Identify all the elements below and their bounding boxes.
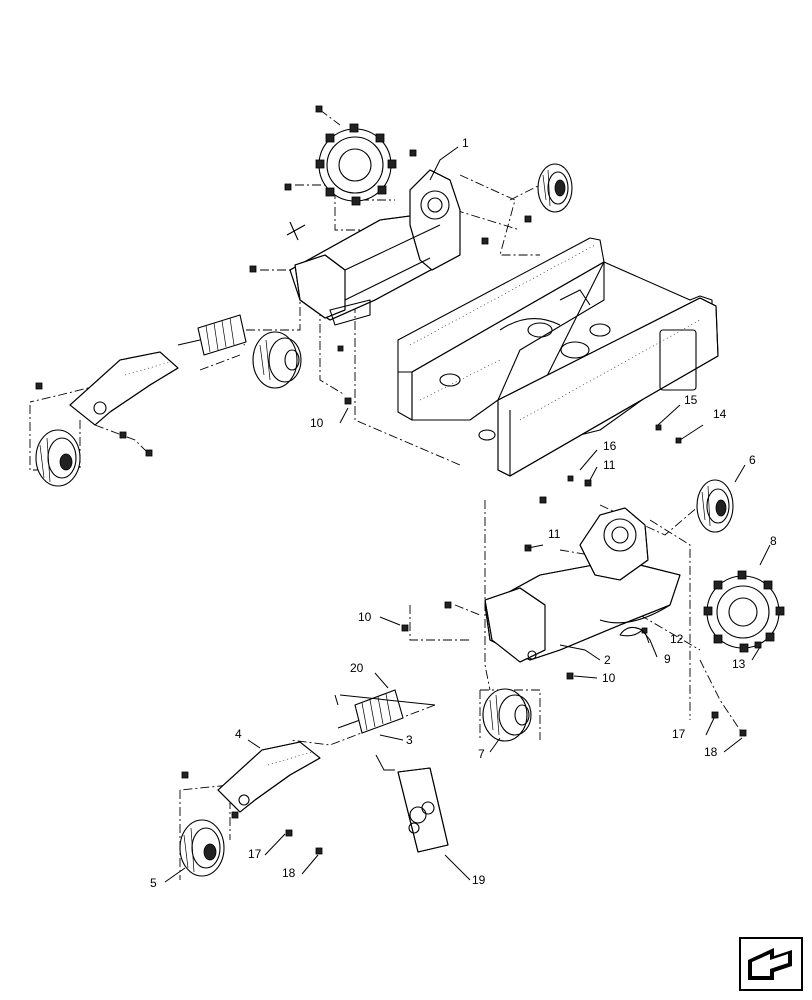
lower-rear-idler-wheel: [179, 819, 225, 877]
leader-lines: [164, 146, 771, 883]
callout-3: 3: [406, 733, 413, 747]
callout-6: 6: [749, 453, 756, 467]
lower-idler-arm: [217, 741, 321, 813]
callout-2: 2: [604, 653, 611, 667]
callout-5: 5: [150, 876, 157, 890]
callout-18-left: 18: [282, 866, 296, 880]
lower-track-frame: [484, 507, 681, 663]
callout-18-right: 18: [704, 745, 718, 759]
callout-4: 4: [235, 727, 242, 741]
upper-drive-sprocket: [315, 123, 397, 206]
seal-kit-bag: [397, 767, 449, 853]
upper-rear-idler-wheel: [35, 429, 81, 487]
upper-idler-arm: [69, 351, 179, 426]
upper-tensioner-cylinder: [177, 314, 247, 356]
lower-front-idler-wheel: [696, 479, 734, 533]
callout-11-upper: 11: [603, 458, 616, 472]
callout-10-right: 10: [602, 671, 616, 685]
callout-12: 12: [670, 632, 684, 646]
seal-ring-part: [619, 626, 643, 637]
callout-20: 20: [350, 661, 364, 675]
callout-labels: 1 2 3 4 5 6 7 8 9 10 10 10 11 11 12 13 1…: [150, 136, 777, 890]
page-turn-arrow-icon[interactable]: [739, 937, 803, 991]
callout-9: 9: [664, 652, 671, 666]
lower-tensioner-cylinder: [337, 689, 404, 734]
callout-1: 1: [462, 136, 469, 150]
callout-8: 8: [770, 534, 777, 548]
callout-16: 16: [603, 439, 617, 453]
callout-17-left: 17: [248, 847, 262, 861]
upper-track-frame: [289, 169, 461, 326]
callout-7: 7: [478, 747, 485, 761]
callout-19: 19: [472, 873, 486, 887]
upper-front-idler-wheel: [537, 163, 573, 213]
callout-17-right: 17: [672, 727, 686, 741]
callout-10-upper: 10: [310, 416, 324, 430]
callout-13: 13: [732, 657, 746, 671]
callout-14: 14: [713, 407, 727, 421]
assembly-lines-upper: [29, 109, 561, 471]
assembly-lines-lower: [179, 500, 741, 880]
lower-track-roller: [482, 688, 532, 742]
callout-11-lower: 11: [548, 527, 561, 541]
machine-frame: [397, 237, 719, 477]
upper-track-roller: [252, 331, 302, 389]
callout-10-left: 10: [358, 610, 372, 624]
lower-drive-sprocket: [703, 570, 785, 653]
callout-15: 15: [684, 393, 698, 407]
